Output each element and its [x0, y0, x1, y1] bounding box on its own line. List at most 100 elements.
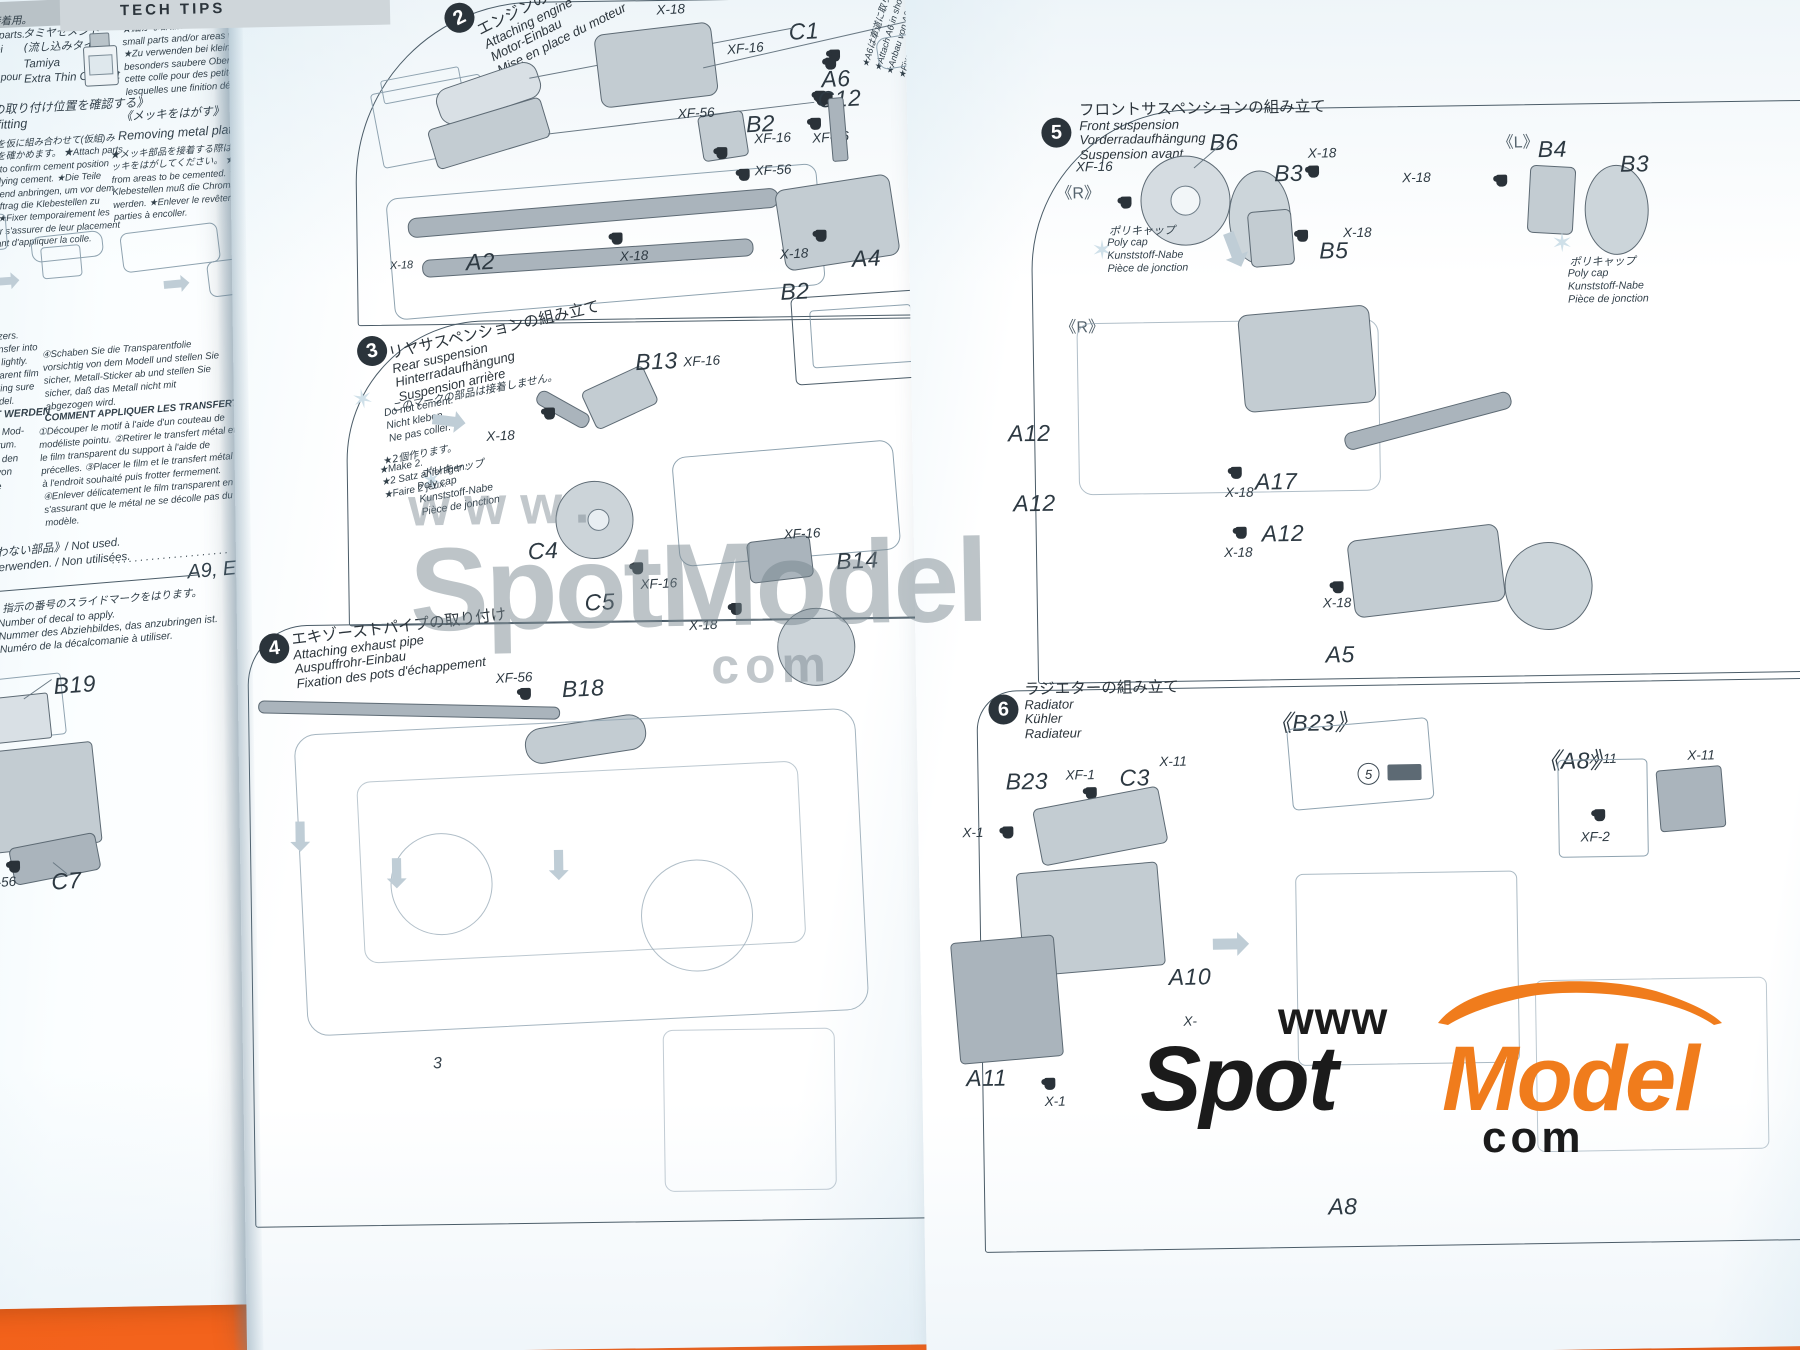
paint-label-xf16-f: XF-16 — [783, 525, 821, 542]
metal-transfer-en-text: g, using tweezers. and metal transfer in… — [0, 330, 40, 409]
paint-label-xf16-e: XF-16 — [640, 575, 678, 592]
manual-middle-page: 2 エンジンの取り付けAttaching engineMotor-EinbauM… — [228, 0, 976, 1350]
cement-bottle-icon — [80, 32, 119, 87]
part-label-b3-left: B3 — [1273, 159, 1304, 187]
part-label-a17: A17 — [1254, 467, 1298, 495]
part-label-a12-2: A12 — [1013, 489, 1056, 517]
part-a11-grille — [950, 934, 1065, 1065]
part-a12-upper — [1237, 304, 1377, 414]
paint-label-x1-a: X-1 — [962, 824, 984, 841]
paint-mark-xf56-left — [8, 860, 21, 873]
paint-label-xf1: XF-1 — [1065, 767, 1095, 783]
step-4-arrow-2: ➡ — [374, 855, 420, 890]
paint-label-xf56-c: XF-56 — [495, 669, 533, 686]
step-3-arrow-icon: ➡ — [427, 393, 470, 448]
part-label-a5: A5 — [1325, 641, 1355, 668]
part-label-b14: B14 — [835, 546, 880, 575]
paint-label-xf2: XF-2 — [1580, 829, 1610, 845]
paint-mark-xf56-c — [519, 687, 531, 700]
paint-label-x18-r4: X-18 — [1224, 484, 1254, 501]
paint-label-x11-c: X-11 — [1687, 747, 1715, 763]
side-mark-r-1: 《R》 — [1056, 184, 1101, 203]
paint-label-x18-r1: X-18 — [1307, 145, 1337, 161]
step-6-arrow-icon: ➡ — [1209, 916, 1251, 971]
logo-com: com — [1482, 1113, 1585, 1162]
paint-mark-x18-c — [611, 232, 623, 245]
paint-label-x18-r6: X-18 — [1322, 595, 1352, 611]
metal-transfer-de-head: GEBRACHT WERDEN — [0, 406, 51, 425]
part-label-b13: B13 — [634, 347, 679, 376]
side-mark-l: 《L》 — [1497, 134, 1539, 152]
paint-label-x18-c: X-18 — [619, 247, 649, 265]
part-b4 — [1526, 164, 1577, 236]
bottom-engine-part — [0, 692, 53, 748]
paint-mark-x18-r5 — [1235, 526, 1247, 539]
paint-label-x18-a: X-18 — [656, 1, 686, 18]
logo-www: www — [1278, 992, 1389, 1044]
paint-label-xf16-d: XF-16 — [682, 352, 721, 370]
paint-mark-x18-r3 — [1496, 174, 1508, 187]
step-4-arrow-1: ➡ — [278, 819, 323, 854]
paint-label-x18-r5: X-18 — [1223, 544, 1253, 561]
decal-swatch — [1387, 763, 1422, 781]
part-label-b5: B5 — [1319, 237, 1349, 264]
paint-label-xf56-b: XF-56 — [754, 161, 792, 179]
figure-part-c — [40, 244, 83, 280]
paint-mark-x18-r2 — [1296, 229, 1309, 242]
paint-label-x18-r3: X-18 — [1402, 169, 1431, 186]
part-label-a12-3: A12 — [1261, 519, 1305, 547]
paint-label-x18-e: X-18 — [485, 427, 516, 444]
part-label-a11: A11 — [966, 1064, 1008, 1092]
part-label-a2: A2 — [465, 247, 496, 276]
part-label-b4: B4 — [1537, 135, 1568, 163]
ghost-detail-box — [662, 1027, 837, 1193]
paint-label-xf56-a: XF-56 — [677, 104, 715, 122]
a8-inset-part — [1655, 765, 1727, 833]
step-5-number: 5 — [1041, 117, 1072, 148]
part-label-a4: A4 — [851, 244, 882, 272]
spotmodel-logo: www Spot Model com — [1130, 981, 1750, 1175]
part-b3-right-disc — [1583, 164, 1650, 256]
paint-mark-x18-r1 — [1307, 165, 1320, 178]
paint-mark-x1-a — [1002, 826, 1014, 839]
part-a3 — [593, 21, 720, 109]
test-fitting-title-en: Test fitting — [0, 116, 28, 132]
paint-mark-x18-b — [815, 229, 827, 242]
paint-label-x11-a: X-11 — [1159, 753, 1187, 770]
metal-transfer-de-text: em scharfen Mod- ll-Sticker herum. r Pin… — [0, 425, 25, 493]
logo-model: Model — [1442, 1028, 1700, 1130]
paint-label-x18-r2: X-18 — [1342, 224, 1372, 241]
paint-label-x18-d: X-18 — [389, 259, 414, 273]
metal-transfer-fr-text: ①Découper le motif à l'aide d'un couteau… — [37, 412, 237, 529]
paint-mark-x18-r4 — [1230, 466, 1242, 479]
flow-arrow-icon: ➡ — [0, 260, 22, 301]
part-label-c7: C7 — [50, 866, 83, 895]
paint-mark-xf56-b — [738, 168, 750, 181]
part-label-a6: A6 — [820, 64, 852, 93]
paint-mark-x1-b — [1044, 1077, 1056, 1090]
step-4-arrow-3: ➡ — [536, 847, 582, 882]
paint-mark-a6 — [825, 57, 837, 70]
logo-spot: Spot — [1140, 1028, 1338, 1130]
part-label-b6: B6 — [1209, 128, 1239, 156]
part-rear-diff — [745, 534, 815, 584]
paint-mark-x18-e — [543, 407, 556, 420]
paint-mark-x18-f — [730, 602, 742, 616]
page-number: 3 — [432, 1054, 443, 1073]
part-label-c5: C5 — [584, 588, 616, 616]
paint-mark-xf16-e — [632, 562, 644, 575]
paint-label-x1-b: X-1 — [1044, 1093, 1066, 1109]
polycap-r2-multi: Poly cap Kunststoff-Nabe Pièce de joncti… — [1567, 266, 1649, 306]
paint-mark-xf16-b — [809, 117, 822, 130]
paint-mark-xf56-a — [716, 147, 728, 160]
paint-label-xf56-left: XF-56 — [0, 873, 17, 892]
part-label-c4: C4 — [527, 536, 559, 565]
polycap-r1-multi: Poly cap Kunststoff-Nabe Pièce de joncti… — [1107, 236, 1189, 275]
part-label-b3-right: B3 — [1619, 150, 1650, 177]
part-label-b19: B19 — [52, 670, 97, 700]
tech-tips-label: TECH TIPS — [119, 0, 226, 20]
paint-label-xf16-c: XF-16 — [753, 129, 792, 147]
